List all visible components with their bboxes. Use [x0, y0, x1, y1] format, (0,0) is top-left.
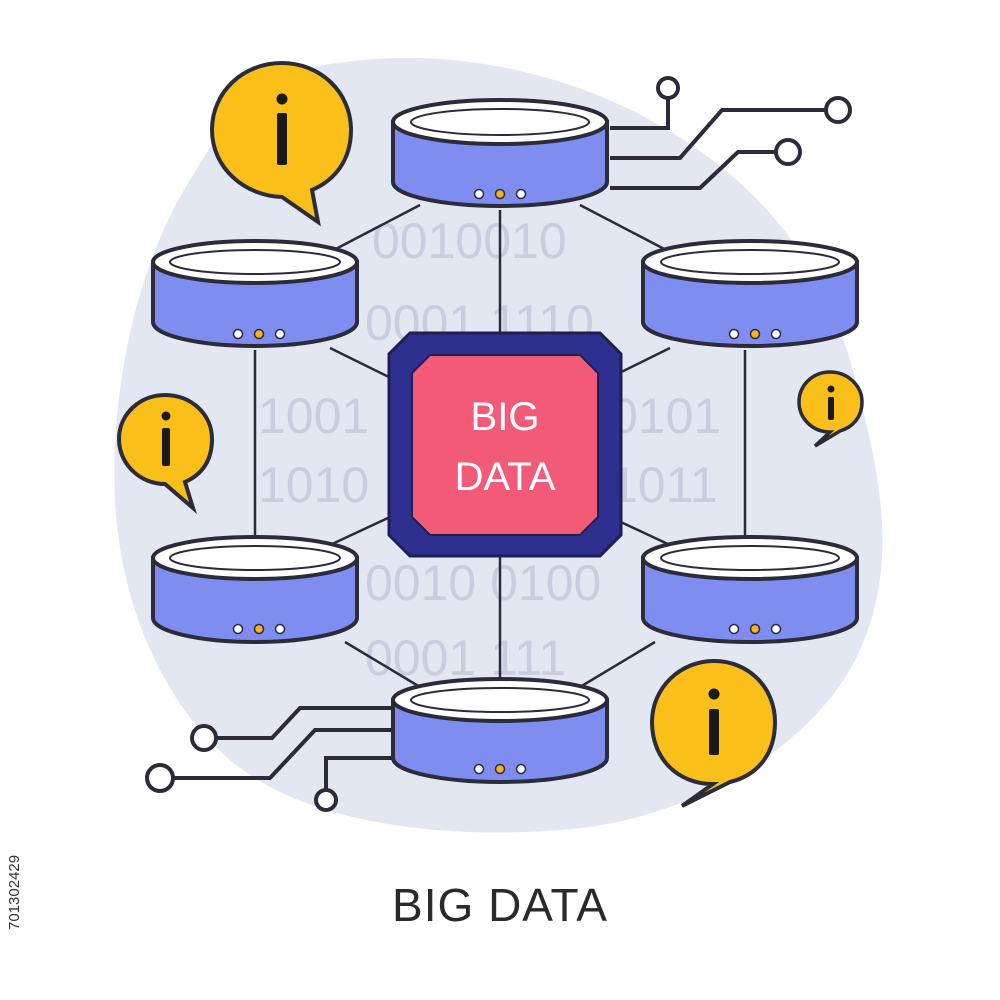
- database-top: [391, 98, 609, 208]
- database-bottom: [391, 677, 609, 784]
- binary-row: 1001: [258, 388, 369, 444]
- caption-title: BIG DATA: [392, 879, 608, 931]
- database-lower-right: [641, 535, 859, 644]
- binary-background: 0010010 0001 1110 1001 0101 1010 1011 00…: [258, 213, 721, 686]
- database-lower-left: [151, 535, 359, 644]
- circuit-trace-icon: [145, 706, 395, 812]
- binary-row: 0101: [610, 388, 721, 444]
- info-bubble-icon: [797, 370, 864, 448]
- binary-row: 1010: [258, 457, 369, 513]
- circuit-trace-icon: [610, 76, 852, 190]
- binary-row: 1011: [610, 457, 718, 513]
- info-bubble-icon: [209, 60, 354, 227]
- database-upper-left: [151, 239, 359, 348]
- binary-row: 0001 111: [365, 630, 566, 686]
- info-bubble-icon: [649, 658, 778, 808]
- chip-label-line1: BIG: [471, 395, 540, 439]
- database-upper-right: [641, 239, 859, 348]
- binary-row: 0010 0100: [365, 555, 601, 611]
- stock-id: 701302429: [6, 854, 23, 930]
- processor-chip-icon: BIG DATA: [387, 331, 623, 558]
- binary-row: 0010010: [372, 213, 567, 269]
- chip-label-line2: DATA: [455, 455, 556, 499]
- info-bubble-icon: [116, 392, 215, 515]
